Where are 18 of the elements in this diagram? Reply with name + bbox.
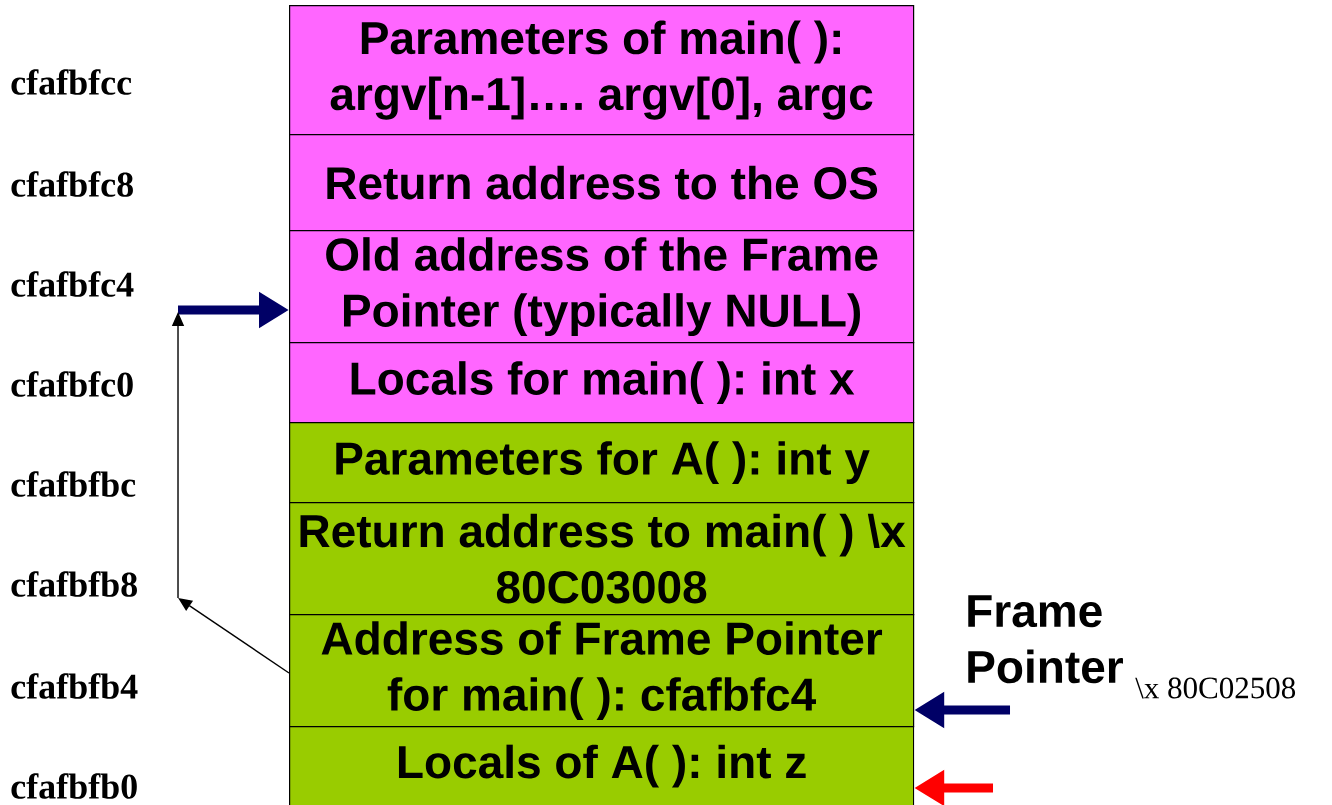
- address-label: cfafbfb4: [11, 673, 138, 699]
- stack-cell: Parameters of main( ): argv[n-1]…. argv[0], argc: [289, 5, 915, 136]
- stack-cell: Locals for main( ): int x: [289, 342, 915, 424]
- address-label: cfafbfcc: [11, 69, 132, 95]
- stack-cell: Parameters for A( ): int y: [289, 422, 915, 504]
- stack-cell: Locals of A( ): int z: [289, 726, 915, 805]
- address-label: \x 80C02508: [1135, 677, 1296, 699]
- stack-cell: Return address to main( ) \x 80C03008: [289, 502, 915, 616]
- pointer-label: Frame Pointer: [968, 595, 1123, 684]
- stack-cell: Address of Frame Pointer for main( ): cfafbfc4: [289, 614, 915, 728]
- stack-cell: Old address of the Frame Pointer (typically NULL): [289, 230, 915, 344]
- address-label: cfafbfbc: [11, 471, 136, 497]
- address-label: cfafbfc0: [11, 371, 133, 397]
- address-label: cfafbfc4: [11, 271, 134, 297]
- address-label: cfafbfc8: [11, 171, 133, 197]
- address-label: cfafbfb8: [11, 571, 137, 597]
- address-label: cfafbfb0: [11, 773, 137, 799]
- stack-cell: Return address to the OS: [289, 134, 915, 232]
